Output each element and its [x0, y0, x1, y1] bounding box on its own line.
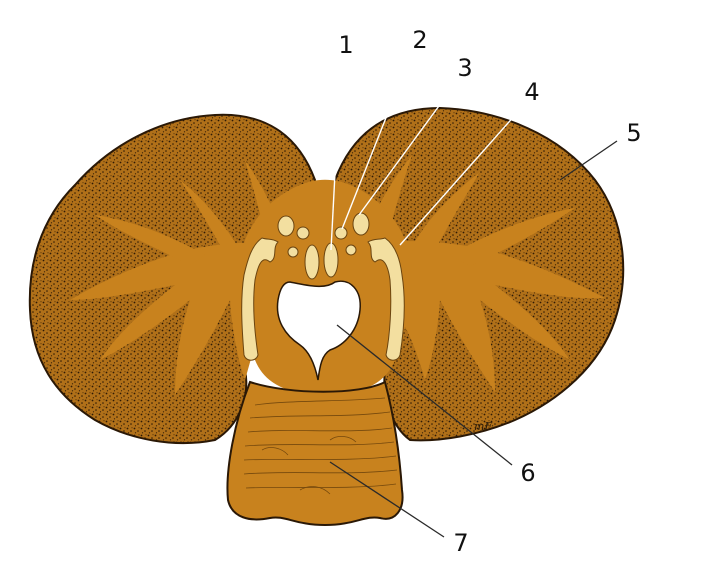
- callout-label-2: 2: [412, 26, 427, 54]
- fastigial-nucleus-left: [304, 244, 320, 280]
- leader-line-5: [559, 140, 618, 181]
- leader-line-7: [329, 461, 445, 538]
- right-dentate-nucleus: [367, 237, 405, 361]
- artist-signature: mF: [474, 420, 492, 433]
- nucleus-small-right-3: [345, 244, 357, 256]
- leader-line-1: [330, 57, 342, 251]
- leader-line-2: [341, 51, 413, 230]
- leader-lines: [329, 51, 618, 538]
- pons-fiber-texture: [243, 397, 398, 495]
- nucleus-small-left-2: [296, 226, 310, 240]
- pons: [226, 380, 404, 527]
- leader-line-3: [358, 79, 459, 216]
- callout-label-5: 5: [626, 119, 641, 147]
- leader-line-4: [399, 104, 525, 246]
- callout-label-6: 6: [520, 459, 535, 487]
- left-dentate-nucleus: [241, 237, 279, 361]
- nucleus-small-left-3: [287, 246, 299, 258]
- callout-label-7: 7: [453, 529, 468, 557]
- nucleus-small-right-1: [334, 226, 348, 240]
- nucleus-small-left-1: [277, 215, 295, 237]
- cerebellar-nuclei: [241, 212, 405, 361]
- callout-label-3: 3: [457, 54, 472, 82]
- callout-label-1: 1: [338, 31, 353, 59]
- leader-line-6: [336, 324, 513, 466]
- callout-labels: 1 2 3 4 5 6 7: [338, 26, 641, 557]
- nucleus-small-right-2: [352, 212, 370, 236]
- fourth-ventricle: [276, 280, 361, 381]
- callout-label-4: 4: [524, 78, 539, 106]
